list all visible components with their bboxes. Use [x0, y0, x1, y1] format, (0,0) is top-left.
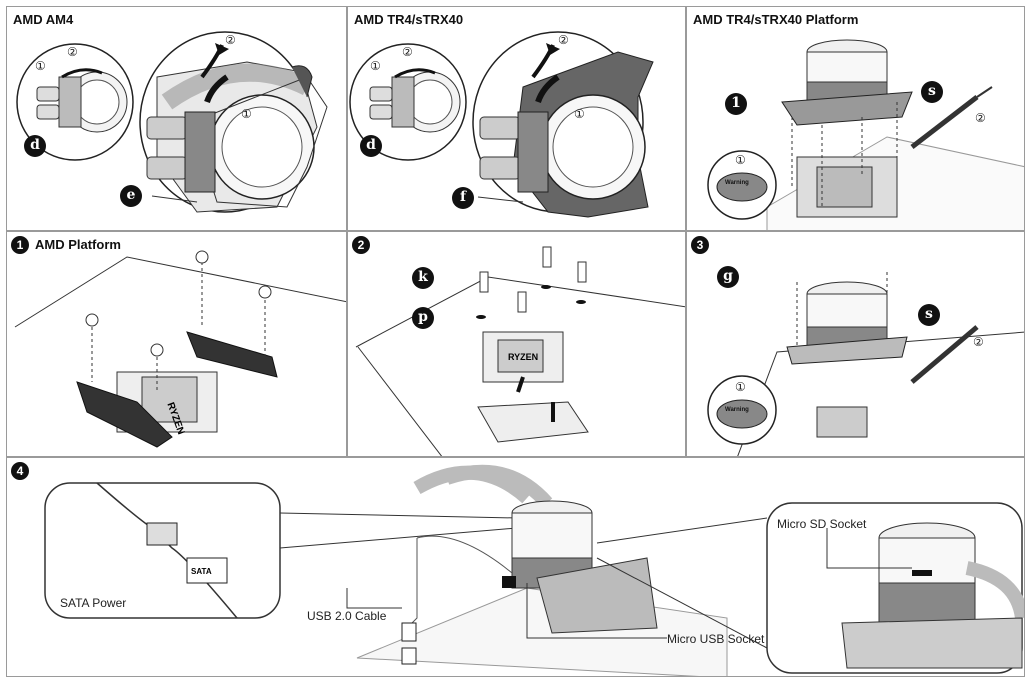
- badge-f: f: [452, 187, 474, 209]
- step-4-panel: 4 SATA SATA Power USB: [6, 457, 1025, 677]
- step-1-marker: ①: [35, 59, 46, 73]
- step-1-panel: 1 AMD Platform RYZEN: [6, 231, 347, 457]
- badge-d: d: [24, 135, 46, 157]
- panel-title: AMD AM4: [13, 12, 74, 27]
- sata-plug-text: SATA: [191, 567, 212, 576]
- tr4-platform-illustration: Warning: [707, 39, 1024, 230]
- micro-usb-socket-label: Micro USB Socket: [667, 632, 765, 646]
- badge-1: 1: [725, 93, 747, 115]
- step-1-marker-large: ①: [574, 107, 585, 121]
- step-number: 3: [691, 236, 709, 254]
- usb-cable-label: USB 2.0 Cable: [307, 609, 387, 623]
- cpu-logo: RYZEN: [508, 352, 538, 362]
- panel-tr4-platform: AMD TR4/sTRX40 Platform Warning 1 s ① ②: [686, 6, 1025, 231]
- amd-platform-illustration: RYZEN: [14, 250, 346, 448]
- badge-g: g: [717, 266, 739, 288]
- cooler-mount-illustration: Warning: [707, 272, 1024, 456]
- step-2-panel: 2 RYZEN k p: [347, 231, 686, 457]
- step-number: 4: [11, 462, 29, 480]
- connection-illustration: SATA: [44, 464, 1024, 676]
- step-1-marker: ①: [735, 153, 746, 167]
- step-2-marker: ②: [67, 45, 78, 59]
- tr4-illustration: [349, 31, 654, 218]
- step-1-marker-large: ①: [241, 107, 252, 121]
- warning-text: Warning: [725, 180, 749, 186]
- step-2-marker: ②: [402, 45, 413, 59]
- step-1-marker: ①: [735, 380, 746, 394]
- sata-power-label: SATA Power: [60, 596, 127, 610]
- panel-amd-tr4: AMD TR4/sTRX40 d f ① ② ② ①: [347, 6, 686, 231]
- step-number: 2: [352, 236, 370, 254]
- micro-sd-socket-label: Micro SD Socket: [777, 517, 867, 531]
- step-1-marker: ①: [370, 59, 381, 73]
- am4-illustration: [16, 31, 328, 213]
- step-2-marker: ②: [975, 111, 986, 125]
- badge-s: s: [918, 304, 940, 326]
- step-2-marker-large: ②: [225, 33, 236, 47]
- step-2-marker-large: ②: [558, 33, 569, 47]
- panel-title: AMD TR4/sTRX40 Platform: [693, 12, 859, 27]
- badge-k: k: [412, 267, 434, 289]
- standoff-illustration: RYZEN: [355, 246, 685, 456]
- badge-d: d: [360, 135, 382, 157]
- panel-title: AMD TR4/sTRX40: [354, 12, 464, 27]
- step-2-marker: ②: [973, 335, 984, 349]
- badge-p: p: [412, 307, 434, 329]
- warning-text: Warning: [725, 407, 749, 413]
- badge-s: s: [921, 81, 943, 103]
- badge-e: e: [120, 185, 142, 207]
- step-title: AMD Platform: [35, 237, 121, 252]
- panel-amd-am4: AMD AM4 d e ① ② ② ①: [6, 6, 347, 231]
- step-number: 1: [11, 236, 29, 254]
- step-3-panel: 3 Warning g s ① ②: [686, 231, 1025, 457]
